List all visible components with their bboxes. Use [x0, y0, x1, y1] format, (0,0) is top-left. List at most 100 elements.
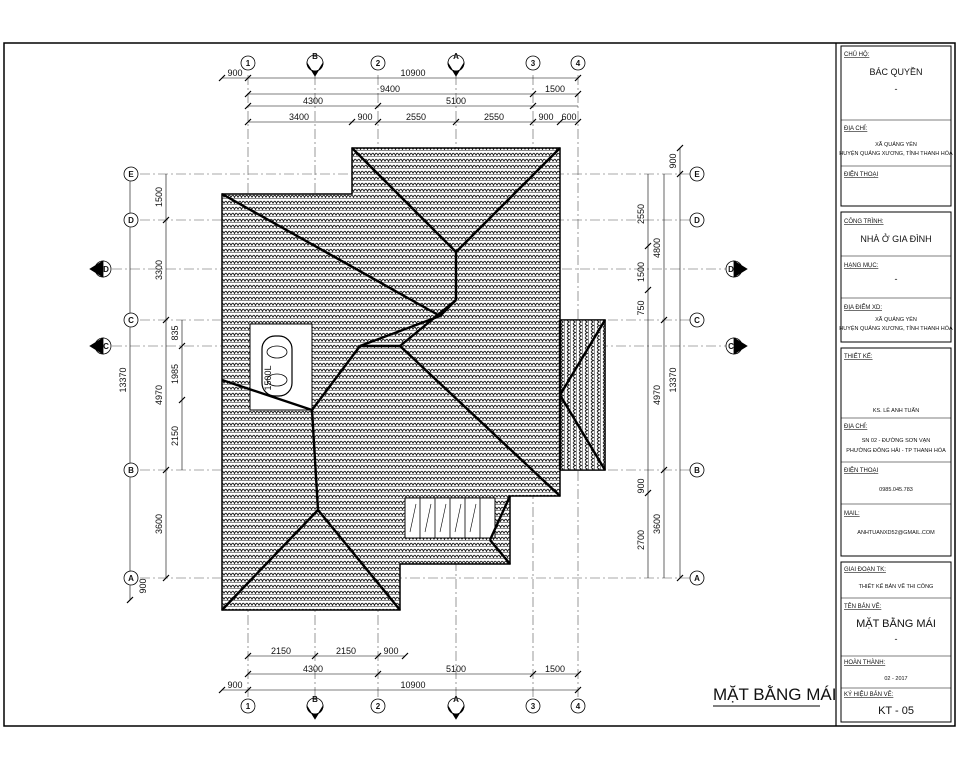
- dim-right-inner-a: 2550: [636, 204, 646, 224]
- roof-plan: 1500L: [221, 147, 607, 611]
- bubble-left-3: D: [103, 265, 109, 274]
- dim-right-outer-b: 13370: [668, 367, 678, 392]
- bubble-bottom-4: A: [453, 695, 459, 704]
- dim-right-mid-b: 4970: [652, 385, 662, 405]
- skylight-panel: [404, 497, 496, 539]
- tb-designer-phone-caption: ĐIỆN THOẠI: [844, 466, 879, 474]
- dim-bot3-b: 10900: [400, 680, 425, 690]
- dimension-ticks: [126, 74, 684, 694]
- tb-owner-dash: -: [895, 84, 898, 94]
- dim-left-outer-b: 13370: [118, 367, 128, 392]
- dim-top4-d: 2550: [484, 112, 504, 122]
- dim-left-inner-a: 835: [170, 325, 180, 340]
- tb-designer-email-caption: MAIL:: [844, 511, 860, 517]
- dim-right-outer-a: 900: [668, 153, 678, 168]
- bubble-right-2: D: [694, 216, 700, 225]
- dim-top4-c: 2550: [406, 112, 426, 122]
- tb-location-2: HUYỆN QUẢNG XƯƠNG, TỈNH THANH HÓA: [839, 324, 953, 332]
- tb-stage-caption: GIAI ĐOẠN TK:: [844, 567, 886, 573]
- tb-owner-phone-caption: ĐIỆN THOẠI: [844, 170, 879, 178]
- sheet-border: [3, 42, 956, 727]
- bubble-right-7: A: [694, 574, 700, 583]
- drawing-title: MẶT BẰNG MÁI: [713, 685, 836, 704]
- bubble-right-3: D: [728, 265, 734, 274]
- tb-completed-caption: HOÀN THÀNH:: [844, 659, 886, 666]
- dim-left-mid-d: 3600: [154, 514, 164, 534]
- bubble-right-5: C: [728, 342, 734, 351]
- tb-designer-caption: THIẾT KẾ:: [844, 353, 873, 360]
- tb-owner-caption: CHỦ HỘ:: [844, 51, 870, 58]
- tb-designer-address-2: PHƯỜNG ĐÔNG HẢI - TP THANH HÓA: [846, 447, 946, 454]
- dim-right-inner-d: 900: [636, 478, 646, 493]
- dim-top1-b: 10900: [400, 68, 425, 78]
- bubble-top-3: 2: [376, 59, 381, 68]
- dim-bot2-a: 4300: [303, 664, 323, 674]
- grid-bubbles: [123, 55, 705, 714]
- tb-designer-name: KS. LÊ ANH TUẤN: [873, 406, 919, 414]
- dim-right-mid-c: 3600: [652, 514, 662, 534]
- tb-owner-address-caption: ĐỊA CHỈ:: [844, 125, 868, 132]
- dim-right-inner-b: 1500: [636, 262, 646, 282]
- tb-owner-address-1: XÃ QUẢNG YÊN: [875, 140, 917, 148]
- dim-right-inner-e: 2700: [636, 530, 646, 550]
- dim-right-inner-c: 750: [636, 300, 646, 315]
- tb-location-1: XÃ QUẢNG YÊN: [875, 315, 917, 323]
- bubble-top-2: B: [312, 52, 318, 61]
- dim-bot2-c: 1500: [545, 664, 565, 674]
- bubble-right-1: E: [694, 170, 700, 179]
- dim-top3-b: 5100: [446, 96, 466, 106]
- water-tank-icon: [261, 335, 293, 397]
- tb-sheet-name-dash: -: [895, 634, 898, 644]
- tb-owner-name: BÁC QUYỀN: [869, 67, 922, 77]
- bubble-top-5: 3: [531, 59, 536, 68]
- dim-right-mid-a: 4800: [652, 238, 662, 258]
- bubble-bottom-5: 3: [531, 702, 536, 711]
- tb-designer-email: ANHTUANXD52@GMAIL.COM: [857, 530, 935, 536]
- dim-bot1-b: 2150: [336, 646, 356, 656]
- tb-project-caption: CÔNG TRÌNH:: [844, 218, 884, 225]
- tank-label: 1500L: [263, 365, 273, 390]
- bubble-left-5: C: [103, 342, 109, 351]
- tb-sheet-code-value: KT - 05: [878, 705, 914, 717]
- bubble-bottom-6: 4: [576, 702, 581, 711]
- dim-top4-f: 600: [561, 112, 576, 122]
- dim-top4-e: 900: [538, 112, 553, 122]
- tb-project-name: NHÀ Ở GIA ĐÌNH: [860, 233, 931, 244]
- dim-bot2-b: 5100: [446, 664, 466, 674]
- tb-stage-value: THIẾT KẾ BẢN VẼ THI CÔNG: [859, 583, 934, 590]
- tb-sheet-code-caption: KÝ HIỆU BẢN VẼ:: [844, 690, 894, 698]
- bubble-right-4: C: [694, 316, 700, 325]
- dim-top2-b: 1500: [545, 84, 565, 94]
- tb-designer-phone: 0985.045.783: [879, 487, 913, 493]
- dimension-lines: [129, 77, 681, 691]
- bubble-left-2: D: [128, 216, 134, 225]
- roof-right-wing: [559, 319, 606, 471]
- dim-top4-a: 3400: [289, 112, 309, 122]
- dim-left-inner-c: 2150: [170, 426, 180, 446]
- bubble-right-6: B: [694, 466, 700, 475]
- bubble-top-6: 4: [576, 59, 581, 68]
- tb-location-caption: ĐỊA ĐIỂM XD:: [844, 304, 882, 311]
- bubble-bottom-2: B: [312, 695, 318, 704]
- dim-top4-b: 900: [357, 112, 372, 122]
- bubble-top-1: 1: [246, 59, 251, 68]
- bubble-left-6: B: [128, 466, 134, 475]
- tb-completed-value: 02 - 2017: [884, 676, 907, 682]
- tb-designer-address-1: SN 02 - ĐƯỜNG SƠN VẠN: [862, 437, 931, 444]
- tb-sheet-name-caption: TÊN BẢN VẼ:: [844, 602, 882, 610]
- dim-left-mid-b: 3300: [154, 260, 164, 280]
- dim-left-mid-c: 4970: [154, 385, 164, 405]
- dim-top1-a: 900: [227, 68, 242, 78]
- tb-sheet-name-value: MẶT BẰNG MÁI: [856, 617, 936, 630]
- tb-owner-address-2: HUYỆN QUẢNG XƯƠNG, TỈNH THANH HÓA: [839, 149, 953, 157]
- bubble-bottom-3: 2: [376, 702, 381, 711]
- bubble-top-4: A: [453, 52, 459, 61]
- dim-bot1-c: 900: [383, 646, 398, 656]
- dim-bot3-a: 900: [227, 680, 242, 690]
- roof-ridges: [221, 147, 607, 611]
- dim-top3-a: 4300: [303, 96, 323, 106]
- tb-item-value: -: [895, 274, 898, 284]
- dim-top2-a: 9400: [380, 84, 400, 94]
